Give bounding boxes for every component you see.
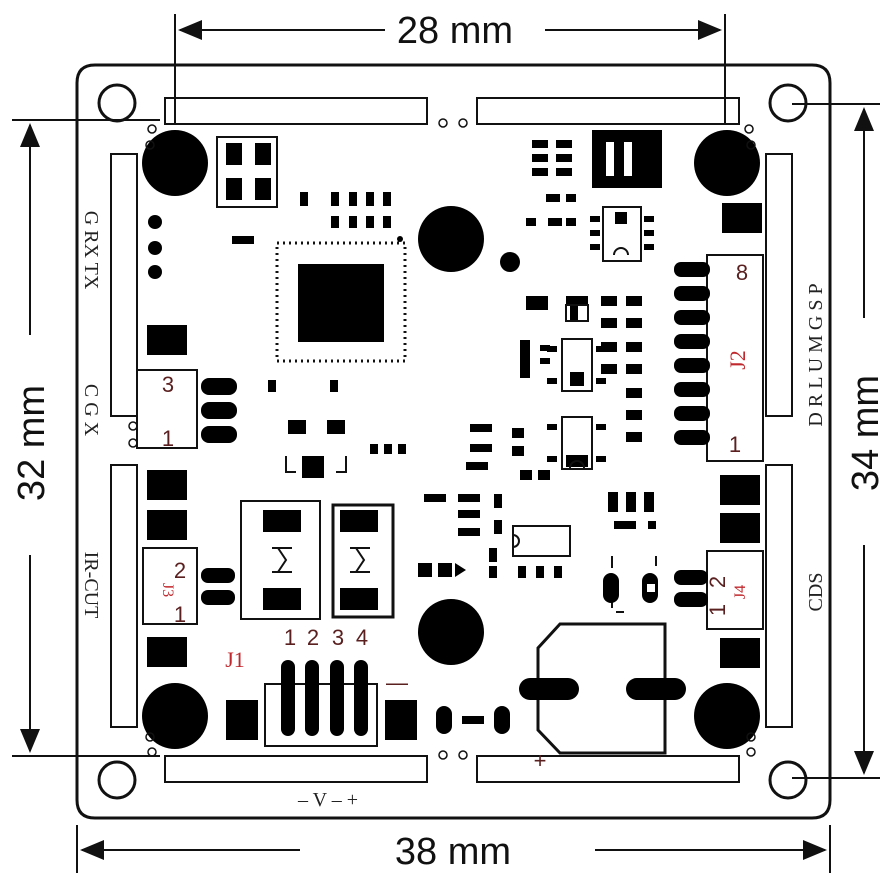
main-ic bbox=[275, 236, 407, 363]
dimension-bottom-label: 38 mm bbox=[395, 831, 511, 873]
j1-connector: J1 1 2 3 4 — bbox=[225, 625, 417, 747]
j4-label: J4 bbox=[732, 585, 749, 599]
j4-connector: 1 2 J4 bbox=[674, 550, 764, 630]
j2-label: J2 bbox=[725, 350, 750, 370]
right-lower-ic bbox=[512, 525, 571, 557]
diode-left bbox=[240, 500, 321, 620]
j2-pin-1-label: 1 bbox=[729, 432, 741, 457]
dimension-right-label: 34 mm bbox=[845, 375, 887, 491]
uart-label: G RX TX bbox=[80, 211, 102, 290]
dimension-top: 28 mm bbox=[174, 10, 726, 125]
left-middle-pads bbox=[147, 380, 406, 667]
battery-plus-label: + bbox=[534, 748, 547, 773]
j3-pin-2-label: 2 bbox=[174, 558, 186, 583]
pin-3-label: 3 bbox=[162, 372, 174, 397]
j2-connector: 8 1 J2 bbox=[674, 254, 764, 462]
lens-mount-pads bbox=[142, 130, 760, 749]
battery-holder: + bbox=[519, 622, 686, 773]
right-middle-ic-2 bbox=[547, 416, 606, 470]
right-middle-ic-1 bbox=[547, 338, 606, 392]
via-dots bbox=[128, 118, 756, 760]
dimension-top-label: 28 mm bbox=[397, 10, 513, 52]
j1-pin-4-label: 4 bbox=[356, 625, 368, 650]
dimension-bottom: 38 mm bbox=[76, 825, 831, 873]
right-lower-components bbox=[418, 475, 760, 668]
j4-pin-1-label: 1 bbox=[705, 604, 730, 616]
mounting-holes bbox=[97, 83, 808, 800]
j1-pin-2-label: 2 bbox=[307, 625, 319, 650]
cap-near-j1 bbox=[436, 706, 510, 734]
left-connector-top: 3 1 bbox=[136, 325, 237, 451]
power-label: – V – + bbox=[297, 789, 358, 811]
top-left-components bbox=[216, 136, 520, 272]
j4-pin-2-label: 2 bbox=[705, 576, 730, 588]
cgx-label: C G X bbox=[80, 384, 102, 437]
j3-connector: 2 1 J3 bbox=[142, 547, 235, 627]
j1-minus-label: — bbox=[386, 670, 408, 695]
right-header-label: D R L U M G S P bbox=[805, 283, 827, 426]
j2-pin-8-label: 8 bbox=[736, 260, 748, 285]
j1-label: J1 bbox=[225, 647, 245, 672]
j1-pin-3-label: 3 bbox=[332, 625, 344, 650]
uart-pads bbox=[148, 215, 162, 279]
regulator-outline bbox=[285, 456, 347, 473]
pin-1-label: 1 bbox=[162, 426, 174, 451]
j1-pin-1-label: 1 bbox=[284, 625, 296, 650]
cds-label: CDS bbox=[805, 573, 827, 612]
diode-right bbox=[331, 503, 395, 619]
right-lower-sensor bbox=[603, 556, 658, 613]
right-top-components bbox=[526, 130, 762, 233]
dimension-left-label: 32 mm bbox=[11, 385, 53, 501]
ircut-label: IR-CUT bbox=[80, 552, 102, 619]
dimension-right: 34 mm bbox=[792, 103, 887, 779]
board-outline bbox=[75, 63, 832, 820]
right-middle-components bbox=[466, 296, 642, 480]
dimension-left: 32 mm bbox=[11, 119, 160, 757]
j3-label: J3 bbox=[159, 583, 176, 597]
j3-pin-1-label: 1 bbox=[174, 602, 186, 627]
edge-connectors bbox=[110, 97, 793, 783]
right-top-ic bbox=[590, 206, 654, 262]
